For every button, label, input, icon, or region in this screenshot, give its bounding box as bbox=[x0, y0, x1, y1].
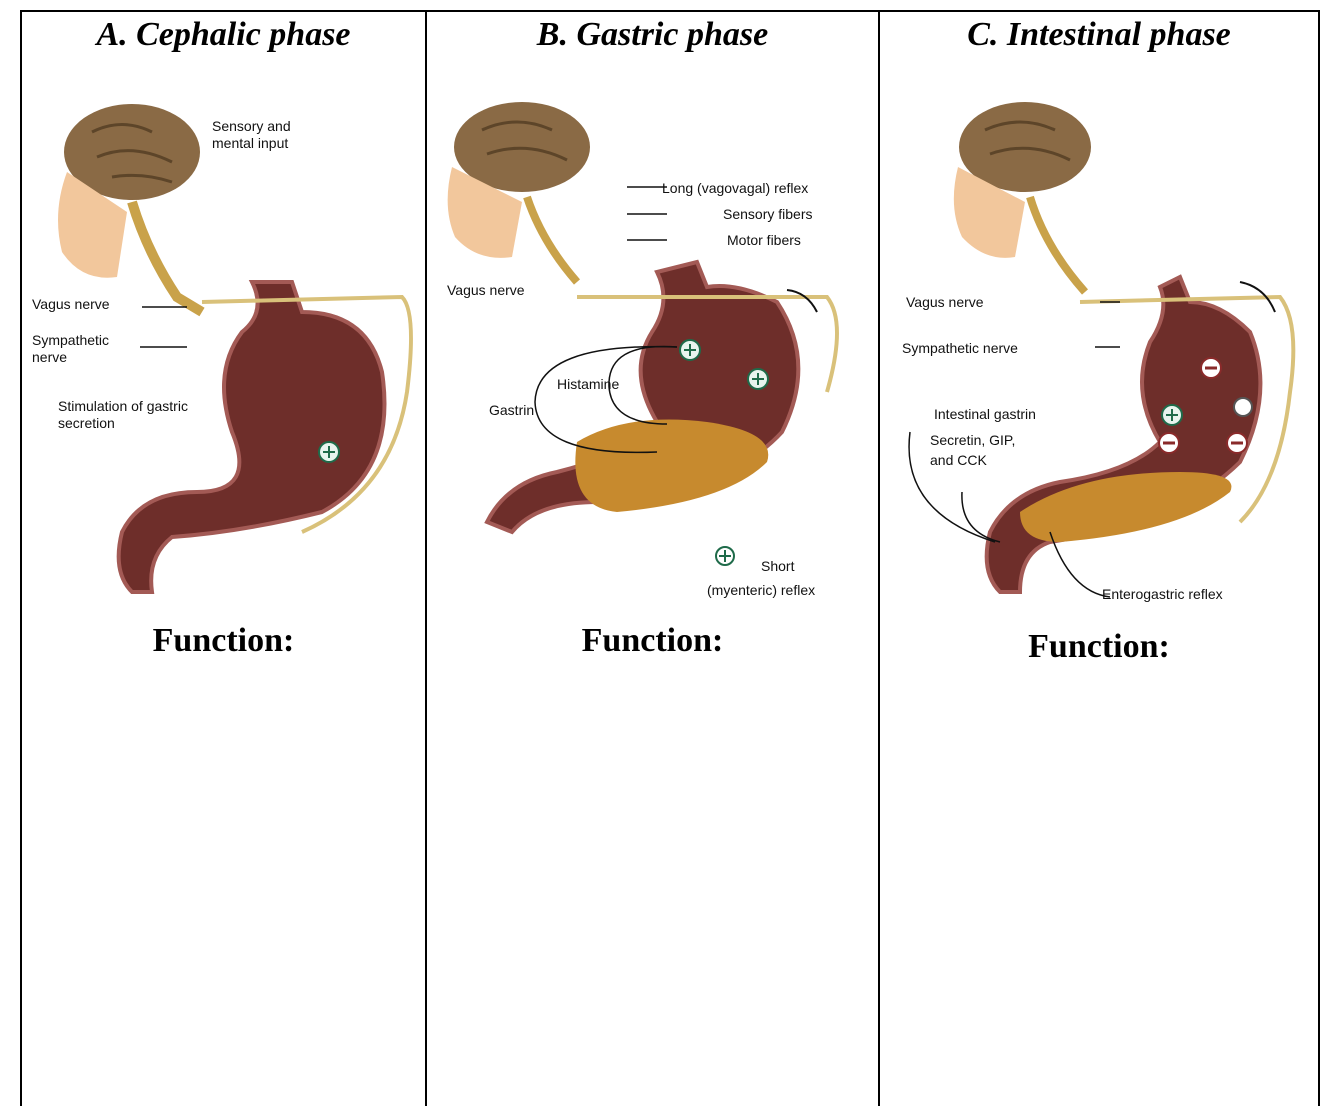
column-cephalic: A. Cephalic phase Sensory and mental inp… bbox=[22, 12, 425, 1106]
column-intestinal: C. Intestinal phase Vagus nerve Sym bbox=[880, 12, 1318, 1106]
function-label: Function: bbox=[22, 622, 425, 660]
label-sensory-fibers: Sensory fibers bbox=[723, 206, 812, 223]
stomach-contents bbox=[575, 420, 768, 513]
label-short-reflex-2: (myenteric) reflex bbox=[707, 582, 815, 599]
label-vagus-nerve: Vagus nerve bbox=[447, 282, 525, 299]
label-sympathetic-nerve: Sympathetic nerve bbox=[902, 340, 1018, 357]
label-histamine: Histamine bbox=[557, 376, 619, 393]
label-enterogastric-reflex: Enterogastric reflex bbox=[1102, 586, 1223, 603]
label-stimulation: Stimulation of gastric secretion bbox=[58, 398, 198, 432]
label-motor-fibers: Motor fibers bbox=[727, 232, 801, 249]
label-sensory-input: Sensory and mental input bbox=[212, 118, 322, 152]
gastric-illustration bbox=[427, 12, 878, 612]
label-vagus-nerve: Vagus nerve bbox=[906, 294, 984, 311]
label-sympathetic-nerve: Sympathetic nerve bbox=[32, 332, 132, 366]
function-label: Function: bbox=[880, 628, 1318, 666]
label-intestinal-gastrin: Intestinal gastrin bbox=[934, 406, 1036, 423]
intestinal-illustration bbox=[880, 12, 1318, 622]
label-cck: and CCK bbox=[930, 452, 987, 469]
function-label: Function: bbox=[427, 622, 878, 660]
label-gastrin: Gastrin bbox=[489, 402, 534, 419]
table-right-border bbox=[1318, 10, 1320, 1106]
zero-icon bbox=[1234, 398, 1252, 416]
label-vagus-nerve: Vagus nerve bbox=[32, 296, 110, 313]
stomach-icon bbox=[987, 277, 1261, 592]
column-gastric: B. Gastric phase Long (vagovagal) reflex… bbox=[427, 12, 878, 1106]
label-long-reflex: Long (vagovagal) reflex bbox=[662, 180, 808, 197]
stomach-icon bbox=[119, 282, 385, 592]
flow-arrow-icon bbox=[787, 290, 817, 312]
label-short-reflex-1: Short bbox=[761, 558, 794, 575]
label-secretin: Secretin, GIP, bbox=[930, 432, 1015, 449]
